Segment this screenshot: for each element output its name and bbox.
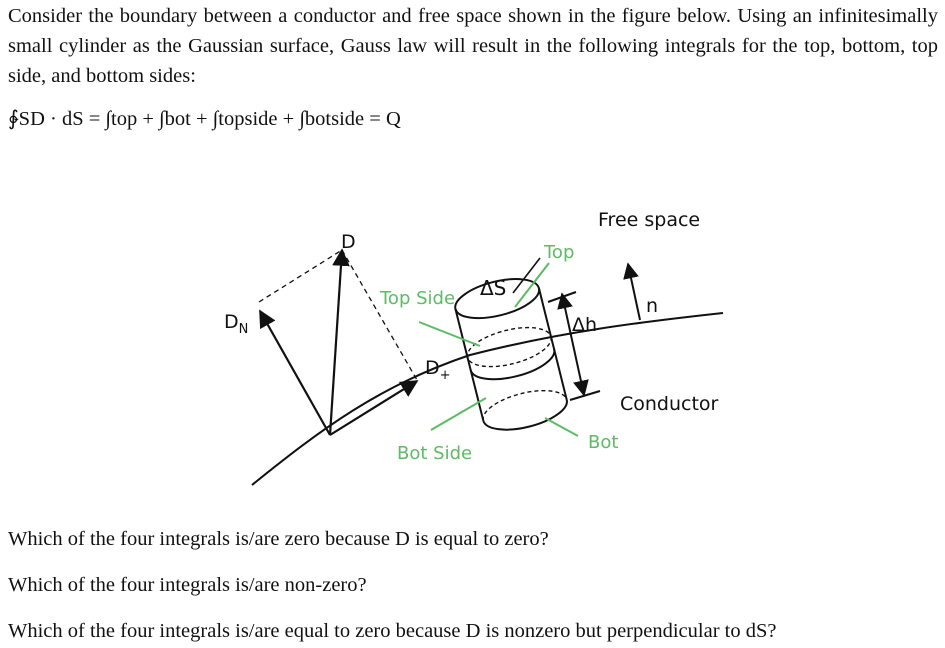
bot-label: Bot [588, 432, 618, 453]
delta-s-pointer [512, 257, 541, 294]
bot-leader [544, 417, 579, 437]
question-1: Which of the four integrals is/are zero … [8, 528, 549, 550]
question-3: Which of the four integrals is/are equal… [8, 620, 777, 642]
boundary-diagram: Free space Conductor Top Top Side Bot Si… [224, 209, 724, 486]
delta-s-label: ΔS [480, 276, 506, 300]
dashed-top-guide [258, 249, 343, 303]
top-leader [514, 262, 550, 308]
delta-h-label: Δh [572, 314, 597, 336]
problem-intro: Consider the boundary between a conducto… [8, 5, 938, 87]
d-normal-arrow [259, 309, 331, 436]
n-label: n [646, 295, 658, 317]
gaussian-cylinder [454, 278, 568, 431]
delta-h-bottom-tick [569, 390, 601, 401]
bot-side-leader [430, 397, 487, 431]
boundary-figure: Free space Conductor Top Top Side Bot Si… [0, 180, 945, 500]
d-normal-label: DN [224, 311, 248, 337]
d-total-arrow [328, 248, 350, 436]
conductor-boundary-curve [251, 312, 724, 486]
top-side-label: Top Side [379, 288, 455, 309]
d-label: D [341, 231, 356, 253]
d-tangential-label: D+ [425, 357, 451, 383]
d-tangential-arrow [329, 380, 419, 436]
bot-side-label: Bot Side [397, 443, 472, 464]
normal-vector-arrow [623, 262, 641, 321]
top-label: Top [543, 242, 574, 263]
top-side-leader [418, 321, 481, 347]
conductor-label: Conductor [620, 393, 719, 415]
gauss-law-equation: ∲SD · dS = ∫top + ∫bot + ∫topside + ∫bot… [8, 108, 401, 130]
delta-h-top-tick [547, 291, 577, 303]
free-space-label: Free space [598, 209, 700, 231]
delta-h-dimension-line [557, 292, 589, 397]
dashed-side-guide [341, 249, 418, 381]
question-2: Which of the four integrals is/are non-z… [8, 574, 367, 596]
